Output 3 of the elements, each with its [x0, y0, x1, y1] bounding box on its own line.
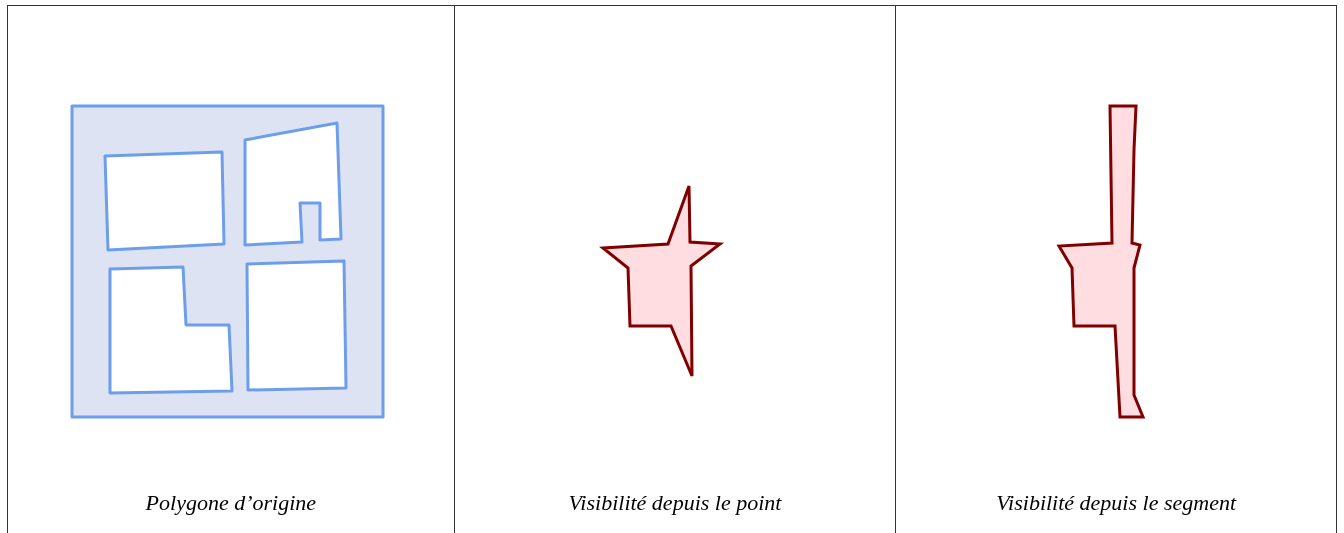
- panel-caption: Visibilité depuis le point: [568, 492, 782, 514]
- panel-caption: Polygone d’origine: [145, 492, 317, 514]
- panel-caption: Visibilité depuis le segment: [996, 492, 1236, 514]
